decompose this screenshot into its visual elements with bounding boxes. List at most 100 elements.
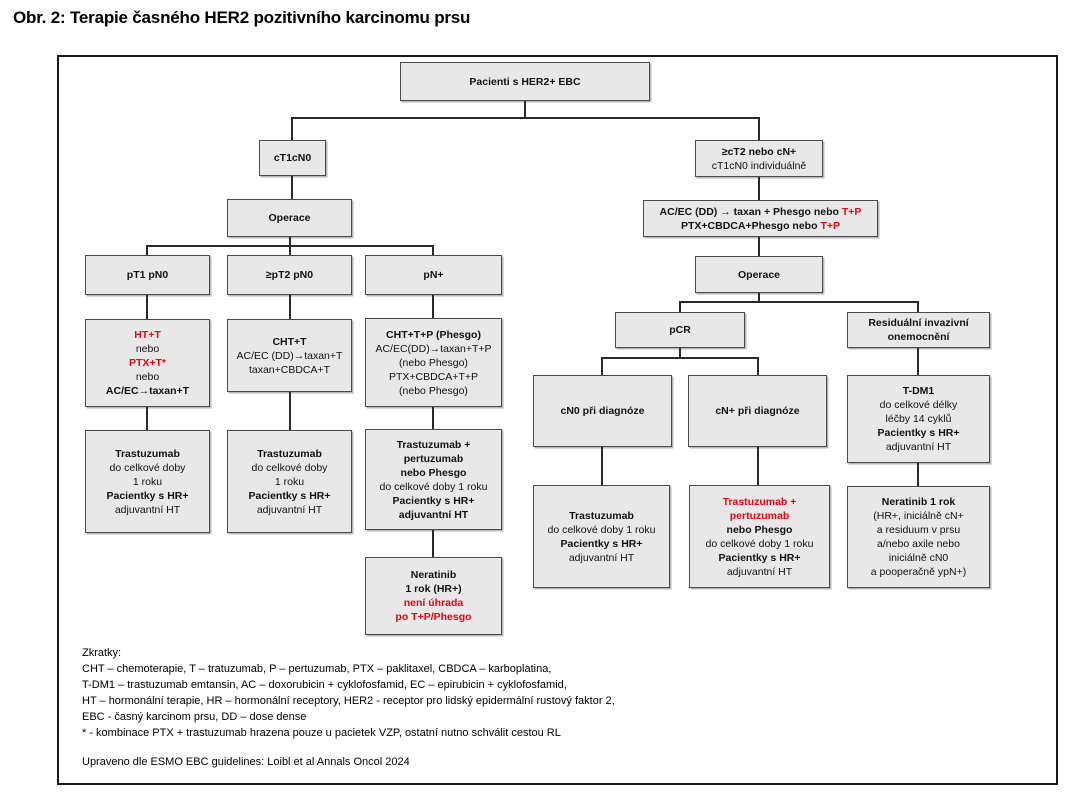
node-operace-right: Operace [695,256,823,293]
node-text: adjuvantní HT [885,441,952,453]
connector-line [758,237,760,256]
connector-line [432,295,434,318]
node-pn-plus: pN+ [365,255,502,295]
node-text: onemocnění [887,331,950,343]
node-text: do celkové doby [251,461,328,474]
connector-line [291,117,759,119]
node-cn-plus-pri-diagnoze: cN+ při diagnóze [688,375,827,447]
node-cht-t: CHT+T AC/EC (DD)→taxan+T taxan+CBDCA+T [227,319,352,392]
node-text: Residuální invazivní [868,317,969,329]
connector-line [524,101,526,118]
connector-line [917,301,919,312]
node-text: a residuum v prsu [876,524,961,536]
node-text: cN0 při diagnóze [560,405,645,417]
node-text: pT1 pN0 [126,269,169,281]
node-text: iniciálně cN0 [888,552,949,564]
node-text: AC/EC (DD) → taxan + Phesgo nebo [659,205,842,218]
node-text: a pooperačně ypN+) [870,566,967,578]
node-operace-left: Operace [227,199,352,237]
node-pt1-pn0: pT1 pN0 [85,255,210,295]
node-text: nebo [135,343,160,355]
node-text: Trastuzumab + [722,495,797,508]
node-text: Pacientky s HR+ [106,489,189,502]
node-text: PTX+T* [128,357,167,369]
node-text: AC/EC (DD) → taxan + Phesgo nebo T+P [660,205,862,219]
node-text: 1 roku [132,475,163,488]
node-ct1cn0: cT1cN0 [259,140,326,176]
node-trastuzumab-pertuzumab-phesgo: Trastuzumab + pertuzumab nebo Phesgo do … [365,429,502,530]
node-text: PTX+CBDCA+Phesgo nebo T+P [681,219,840,233]
node-text: adjuvantní HT [726,565,793,578]
node-text: Trastuzumab + [396,438,471,451]
node-text: pN+ [423,269,444,281]
footnote-line: HT – hormonální terapie, HR – hormonální… [82,695,615,707]
connector-line [432,245,434,255]
node-ht-t: HT+T nebo PTX+T* nebo AC/EC→taxan+T [85,319,210,407]
connector-line [291,176,293,199]
connector-line [758,117,760,140]
node-text: do celkové délky [879,399,958,411]
connector-line [146,407,148,430]
connector-line [291,117,293,140]
footnote-line: * - kombinace PTX + trastuzumab hrazena … [82,727,561,739]
node-text: HT+T [134,329,161,341]
node-text: Pacientky s HR+ [560,537,643,550]
node-text: adjuvantní HT [398,508,469,521]
node-trastuzumab-pertuzumab-red: Trastuzumab + pertuzumab nebo Phesgo do … [689,485,830,588]
node-text: Operace [737,268,781,281]
node-text: AC/EC(DD)→taxan+T+P [375,342,492,355]
node-ac-ec-taxan-phesgo: AC/EC (DD) → taxan + Phesgo nebo T+P PTX… [643,200,878,237]
source-credit: Upraveno dle ESMO EBC guidelines: Loibl … [82,756,410,768]
connector-line [146,295,148,319]
node-text: do celkové doby 1 roku [547,523,656,536]
node-text: Pacientky s HR+ [718,551,801,564]
node-text: nebo Phesgo [726,523,793,536]
connector-line [757,447,759,485]
node-text: 1 roku [274,475,305,488]
node-ct2-cn-plus: ≥cT2 nebo cN+ cT1cN0 individuálně [695,140,823,177]
connector-line [601,447,603,485]
connector-line [679,301,919,303]
connector-line [679,348,681,358]
node-cht-t-p-phesgo: CHT+T+P (Phesgo) AC/EC(DD)→taxan+T+P (ne… [365,318,502,407]
node-neratinib-right: Neratinib 1 rok (HR+, iniciálně cN+ a re… [847,486,990,588]
node-pcr: pCR [615,312,745,348]
node-text: Pacientky s HR+ [877,427,960,439]
node-text: pertuzumab [403,452,464,465]
node-text: taxan+CBDCA+T [248,363,331,376]
node-text: do celkové doby [109,461,186,474]
node-text: T+P [820,219,840,232]
node-text: do celkové doby 1 roku [705,537,814,550]
node-text: po T+P/Phesgo [395,611,472,623]
connector-line [289,392,291,430]
connector-line [601,357,603,375]
node-text: (HR+, iniciálně cN+ [873,510,964,522]
footnote-line: CHT – chemoterapie, T – tratuzumab, P – … [82,663,552,675]
node-text: adjuvantní HT [114,503,181,516]
connector-line [432,407,434,429]
node-text: pCR [669,324,691,336]
node-text: Neratinib 1 rok [881,496,956,508]
connector-line [917,463,919,486]
node-text: není úhrada [403,597,464,609]
connector-line [679,301,681,312]
node-text: nebo [135,371,160,383]
node-text: léčby 14 cyklů [885,413,952,425]
node-neratinib-left: Neratinib 1 rok (HR+) není úhrada po T+P… [365,557,502,635]
connector-line [757,357,759,375]
connector-line [289,237,291,246]
node-text: a/nebo axile nebo [877,538,960,550]
node-text: do celkové doby 1 roku [379,480,488,493]
node-text: Neratinib [410,569,457,581]
connector-line [289,245,291,255]
footnote-line: EBC - časný karcinom prsu, DD – dose den… [82,711,307,723]
node-text: Operace [268,212,311,224]
node-text: ≥cT2 nebo cN+ [721,145,797,158]
connector-line [289,295,291,319]
node-trastuzumab-1: Trastuzumab do celkové doby 1 roku Pacie… [85,430,210,533]
node-text: cT1cN0 individuálně [711,159,807,172]
node-text: cT1cN0 [273,152,312,164]
node-text: Pacientky s HR+ [248,489,331,502]
node-text: AC/EC (DD)→taxan+T [236,349,343,362]
connector-line [758,293,760,302]
